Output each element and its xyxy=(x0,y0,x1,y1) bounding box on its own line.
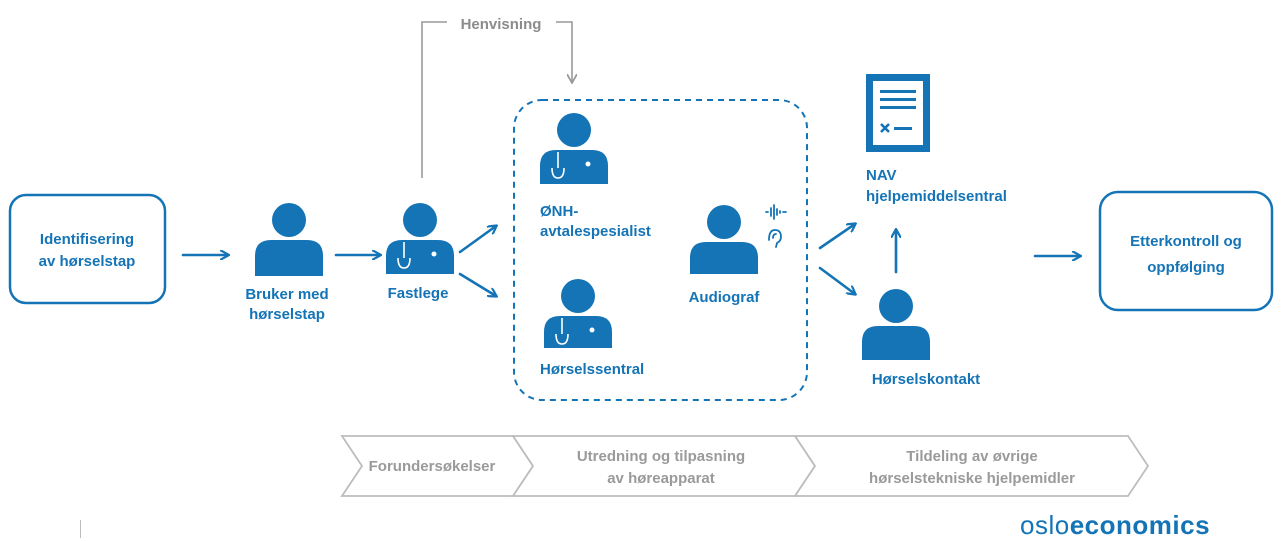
actor-nav-line2: hjelpemiddelsentral xyxy=(866,188,1007,205)
actor-audiologist-label: Audiograf xyxy=(689,289,761,306)
phase-3-line1: Tildeling av øvrige xyxy=(906,448,1037,465)
phase-chevron xyxy=(511,435,817,497)
arrow-icon xyxy=(458,272,496,296)
document-icon xyxy=(866,74,930,152)
actor-ent: ØNH- avtalespesialist xyxy=(540,113,651,240)
actor-audiologist: Audiograf xyxy=(689,204,787,306)
page-marker xyxy=(80,520,81,538)
phase-1-line1: Forundersøkelser xyxy=(369,458,496,475)
start-box-line1: Identifisering xyxy=(40,231,134,248)
logo-bold: economics xyxy=(1069,510,1211,540)
phase-bar xyxy=(340,435,1150,497)
person-icon xyxy=(255,203,323,276)
actor-ent-line1: ØNH- xyxy=(540,203,578,220)
referral-label: Henvisning xyxy=(461,16,542,33)
actor-hearing-center: Hørselssentral xyxy=(540,279,644,378)
phase-2-line2: av høreapparat xyxy=(607,470,715,487)
end-box: Etterkontroll og oppfølging xyxy=(1098,190,1274,312)
specialist-group-frame xyxy=(513,99,808,401)
referral-path: Henvisning xyxy=(421,16,572,178)
arrow-icon xyxy=(818,266,855,294)
end-box-line1: Etterkontroll og xyxy=(1130,233,1242,250)
actor-nav-line1: NAV xyxy=(866,167,897,184)
end-box-line2: oppfølging xyxy=(1147,259,1224,276)
logo: osloeconomics xyxy=(1020,510,1210,541)
doctor-icon xyxy=(386,203,454,274)
actor-ent-line2: avtalespesialist xyxy=(540,223,651,240)
actor-gp: Fastlege xyxy=(386,203,454,302)
actor-hearing-contact: Hørselskontakt xyxy=(862,289,980,388)
person-icon xyxy=(690,205,758,274)
arrow-icon xyxy=(458,226,496,254)
actor-hearing-center-label: Hørselssentral xyxy=(540,361,644,378)
hearing-icon xyxy=(765,204,787,248)
actor-hearing-contact-label: Hørselskontakt xyxy=(872,371,980,388)
phase-2-line1: Utredning og tilpasning xyxy=(577,448,745,465)
start-box-line2: av hørselstap xyxy=(39,253,136,270)
phase-3-line2: hørselstekniske hjelpemidler xyxy=(869,470,1075,487)
actor-user-line1: Bruker med xyxy=(245,286,328,303)
doctor-icon xyxy=(544,279,612,348)
person-icon xyxy=(862,289,930,360)
logo-light: oslo xyxy=(1020,510,1070,540)
actor-user: Bruker med hørselstap xyxy=(245,203,329,323)
actor-nav: NAV hjelpemiddelsentral xyxy=(866,74,1007,205)
actor-gp-label: Fastlege xyxy=(388,285,449,302)
arrow-icon xyxy=(818,224,855,250)
actor-user-line2: hørselstap xyxy=(249,306,325,323)
start-box: Identifisering av hørselstap xyxy=(8,193,167,305)
doctor-icon xyxy=(540,113,608,184)
phase-chevron xyxy=(793,435,1150,497)
